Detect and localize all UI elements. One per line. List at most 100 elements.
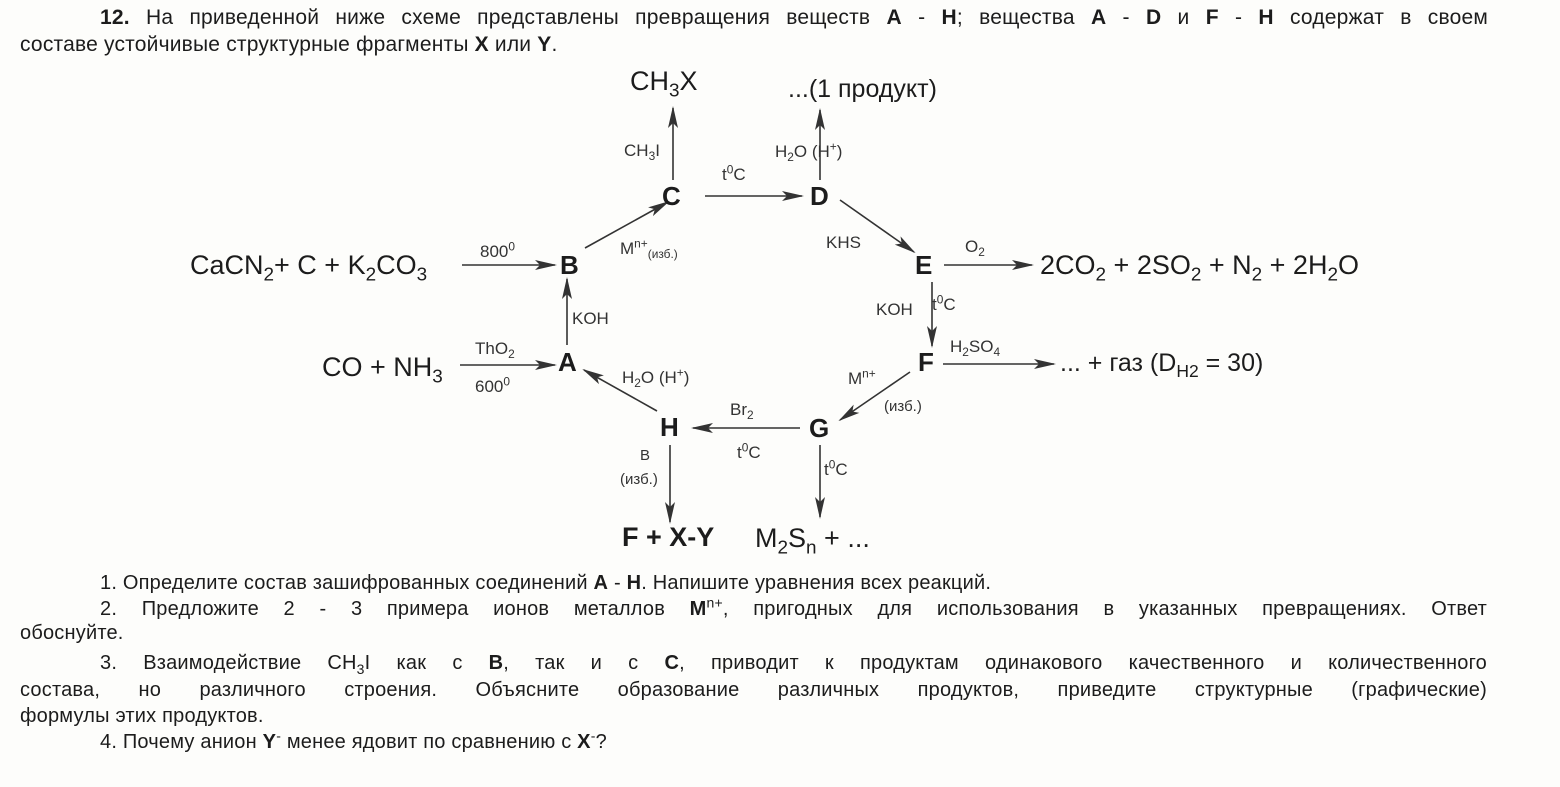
arrow-h-to-a <box>582 369 658 412</box>
label-f-to-g-bottom: (изб.) <box>884 399 922 414</box>
text-segment: 800 <box>480 242 509 261</box>
text-segment: H <box>1258 6 1274 29</box>
text-segment: 4 <box>993 345 1001 360</box>
text-segment: 2 <box>777 537 789 559</box>
text-segment: + 2H <box>1262 250 1328 280</box>
reactants-cacn2: CaCN2+ C + K2CO3 <box>190 250 427 285</box>
text-segment: CH <box>624 141 649 160</box>
text-segment: H <box>775 142 788 161</box>
text-segment: 2 <box>365 264 377 286</box>
problem-header-line-2: составе устойчивые структурные фрагменты… <box>20 33 558 57</box>
text-segment: t <box>824 460 829 479</box>
arrow-b-to-c <box>584 201 670 249</box>
label-to-a-top: ThO2 <box>475 339 515 360</box>
label-e-to-f-right: t0C <box>932 294 956 314</box>
products-f-acid: ... + газ (DH2 = 30) <box>1060 349 1264 380</box>
text-segment: - <box>1106 6 1146 29</box>
text-segment: или <box>488 33 538 56</box>
arrow-f-to-g <box>838 371 911 422</box>
text-segment: + <box>829 139 837 154</box>
text-segment: - <box>901 6 942 29</box>
label-b-to-c: Mn+(изб.) <box>620 238 678 261</box>
text-segment: X <box>679 66 698 96</box>
text-segment: содержат в своем <box>1273 6 1489 29</box>
text-segment: 0 <box>508 239 515 254</box>
reactants-co-nh3: CO + NH3 <box>322 352 443 387</box>
text-segment: 0 <box>828 457 836 472</box>
text-segment: менее ядовит по сравнению с <box>281 731 578 753</box>
node-b: B <box>560 250 579 280</box>
text-segment: O <box>1337 250 1359 280</box>
text-segment: + C + K <box>274 250 366 280</box>
text-segment: C <box>733 165 746 184</box>
text-segment: X <box>577 731 591 753</box>
text-segment: SO <box>968 337 994 356</box>
text-segment: 2 <box>263 264 275 286</box>
products-e-combustion: 2CO2 + 2SO2 + N2 + 2H2O <box>1040 250 1359 285</box>
text-segment: CO <box>376 250 417 280</box>
text-segment: t <box>737 443 742 462</box>
text-segment: 2 <box>508 347 515 362</box>
product-d-hydrolysis: ...(1 продукт) <box>788 77 937 102</box>
text-segment: 2 <box>962 345 969 360</box>
text-segment: 2CO <box>1040 250 1096 280</box>
text-segment: A <box>1090 6 1107 29</box>
arrow-d-to-e <box>839 199 916 254</box>
question-2-line-1: 2. Предложите 2 - 3 примера ионов металл… <box>100 595 1487 621</box>
text-segment: O (H <box>793 142 830 161</box>
text-segment: , так и с <box>503 652 665 674</box>
text-segment: = 30) <box>1198 349 1264 377</box>
text-segment: CO + NH <box>322 352 433 382</box>
label-f-h2so4: H2SO4 <box>950 337 1000 358</box>
text-segment: D <box>1145 6 1162 29</box>
text-segment: A <box>886 6 902 29</box>
text-segment: ... + газ (D <box>1060 349 1177 377</box>
text-segment: Y <box>262 731 277 753</box>
question-3-line-1: 3. Взаимодействие CH3I как с B, так и с … <box>100 651 1487 676</box>
text-segment: обоснуйте. <box>20 622 124 644</box>
text-segment: ? <box>595 731 607 753</box>
text-segment: C <box>835 460 848 479</box>
text-segment: H <box>626 572 642 594</box>
label-f-to-g-top: Mn+ <box>848 368 876 387</box>
text-segment: 2 <box>1327 264 1338 286</box>
text-segment: 2 <box>1188 361 1199 382</box>
text-segment: M <box>689 598 707 620</box>
label-d-to-e: KHS <box>826 234 861 251</box>
text-segment: + <box>676 365 684 380</box>
text-segment: B <box>640 447 651 464</box>
text-segment: 3. Взаимодействие CH <box>100 652 357 674</box>
text-segment: 0 <box>936 292 944 307</box>
text-segment: M <box>620 239 635 258</box>
text-segment: t <box>722 165 727 184</box>
text-segment: 0 <box>741 440 749 455</box>
node-d: D <box>810 181 829 211</box>
text-segment: (изб.) <box>620 471 658 488</box>
text-segment: - <box>1218 6 1259 29</box>
node-h: H <box>660 412 679 442</box>
text-segment: составе устойчивые структурные фрагменты <box>20 33 475 56</box>
text-segment: H <box>1176 361 1189 382</box>
label-h-to-a: H2O (H+) <box>622 367 689 390</box>
text-segment: Br <box>730 400 747 419</box>
text-segment: 3 <box>648 149 656 164</box>
text-segment: H <box>622 368 635 387</box>
text-segment: t <box>932 295 937 314</box>
label-ch3i: CH3I <box>624 141 660 162</box>
label-h-down-bottom: (изб.) <box>620 472 658 487</box>
text-segment: На приведенной ниже схеме представлены п… <box>129 6 887 29</box>
text-segment: - <box>590 727 596 744</box>
label-h-down-top: B <box>640 448 650 463</box>
text-segment: 2 <box>1190 264 1202 286</box>
text-segment: H <box>950 337 963 356</box>
label-to-a-bottom: 6000 <box>475 376 510 395</box>
question-2-line-2: обоснуйте. <box>20 621 124 645</box>
text-segment: . Напишите уравнения всех реакций. <box>641 572 992 594</box>
text-segment: B <box>488 652 504 674</box>
text-segment: O <box>965 237 979 256</box>
text-segment: 2. Предложите 2 - 3 примера ионов металл… <box>100 598 690 620</box>
text-segment: KOH <box>876 300 913 319</box>
text-segment: ThO <box>475 339 509 358</box>
text-segment: 1. Определите состав зашифрованных соеди… <box>100 572 594 594</box>
